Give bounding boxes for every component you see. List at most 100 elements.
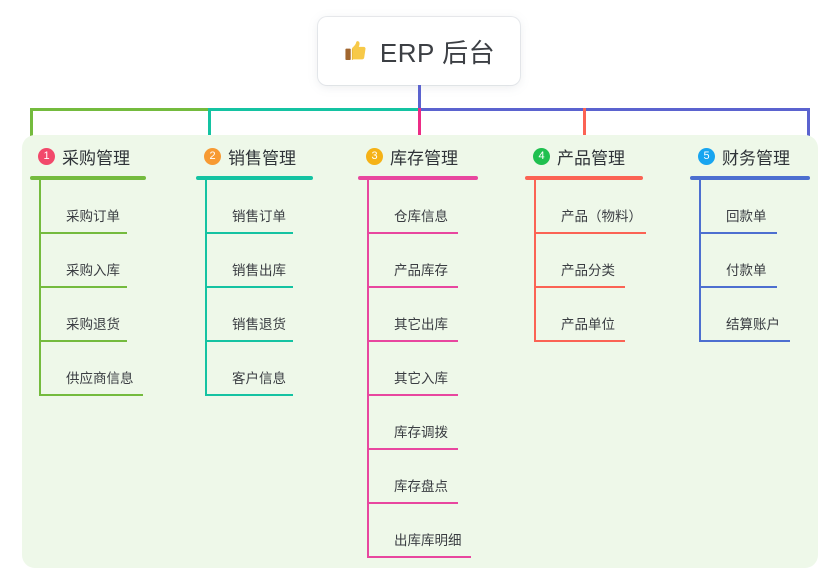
leaf-node[interactable]: 采购订单 [30,180,146,234]
leaf-node-label: 产品库存 [394,263,448,278]
leaf-node-label: 供应商信息 [66,371,134,386]
column-underline-2 [196,176,313,180]
leaf-node[interactable]: 其它入库 [358,342,478,396]
column-underline-5 [690,176,810,180]
leaf-node-label: 采购订单 [66,209,120,224]
drop-connector-2 [208,108,211,144]
column-underline-1 [30,176,146,180]
leaf-node-label: 销售退货 [232,317,286,332]
leaf-node-label: 采购退货 [66,317,120,332]
leaf-node[interactable]: 回款单 [690,180,810,234]
leaf-node-underline [367,232,458,234]
bar-segment-teal [208,108,421,111]
column-badge-4: 4 [533,147,550,165]
root-node-label: ERP 后台 [379,37,496,68]
leaf-node[interactable]: 产品分类 [525,234,643,288]
leaf-node-underline [699,286,777,288]
leaf-node-label: 回款单 [726,209,767,224]
drop-connector-4 [583,108,586,144]
leaf-node-underline [39,286,127,288]
column-underline-3 [358,176,478,180]
leaf-node[interactable]: 采购入库 [30,234,146,288]
leaf-node-underline [205,394,293,396]
leaf-node[interactable]: 出库库明细 [358,504,478,558]
leaf-node[interactable]: 产品单位 [525,288,643,342]
column-badge-3: 3 [366,147,383,165]
leaf-node-underline [205,232,293,234]
leaf-node-label: 付款单 [726,263,767,278]
column-items-4: 产品（物料） 产品分类产品单位 [525,180,646,342]
leaf-node-underline [39,340,127,342]
leaf-node[interactable]: 客户信息 [196,342,313,396]
leaf-node-label: 其它入库 [394,371,448,386]
leaf-node-underline [367,340,458,342]
leaf-node[interactable]: 结算账户 [690,288,810,342]
column-items-2: 销售订单销售出库销售退货客户信息 [196,180,313,396]
leaf-node[interactable]: 供应商信息 [30,342,146,396]
bar-segment-blue [418,108,810,111]
content-panel [22,135,818,568]
leaf-node-label: 采购入库 [66,263,120,278]
root-node-content: ERP 后台 [343,33,495,70]
column-badge-5: 5 [698,147,715,165]
leaf-node-label: 销售出库 [232,263,286,278]
bar-segment-green [30,108,210,111]
leaf-node-underline [367,286,458,288]
leaf-node-underline [367,394,458,396]
column-badge-2: 2 [204,147,221,165]
column-title-3: 库存管理 [390,148,458,168]
leaf-node-underline [699,340,790,342]
column-spine-4 [534,180,536,342]
column-items-1: 采购订单采购入库采购退货供应商信息 [30,180,146,396]
column-underline-4 [525,176,643,180]
column-header-1[interactable]: 1 采购管理 [30,143,146,169]
leaf-node[interactable]: 销售退货 [196,288,313,342]
drop-connector-5 [807,108,810,144]
leaf-node-label: 产品（物料） [561,209,642,224]
leaf-node[interactable]: 销售出库 [196,234,313,288]
leaf-node-label: 客户信息 [232,371,286,386]
leaf-node-label: 库存调拨 [394,425,448,440]
column-title-1: 采购管理 [62,148,130,168]
drop-connector-3 [418,108,421,144]
leaf-node-underline [205,286,293,288]
leaf-node-underline [534,340,625,342]
leaf-node-underline [699,232,777,234]
column-header-2[interactable]: 2 销售管理 [196,143,313,169]
leaf-node[interactable]: 采购退货 [30,288,146,342]
root-node-card[interactable]: ERP 后台 [318,17,520,85]
leaf-node-underline [367,556,471,558]
column-spine-5 [699,180,701,342]
leaf-node-label: 其它出库 [394,317,448,332]
leaf-node-label: 产品单位 [561,317,615,332]
leaf-node-underline [534,286,625,288]
leaf-node[interactable]: 产品（物料） [525,180,646,234]
leaf-node-label: 仓库信息 [394,209,448,224]
leaf-node-underline [39,232,127,234]
thumbs-up-icon [345,41,366,60]
leaf-node[interactable]: 其它出库 [358,288,478,342]
column-2: 2 销售管理销售订单销售出库销售退货客户信息 [196,143,313,396]
column-badge-1: 1 [38,147,55,165]
leaf-node-label: 库存盘点 [394,479,448,494]
leaf-node[interactable]: 仓库信息 [358,180,478,234]
drop-connector-1 [30,108,33,144]
column-header-3[interactable]: 3 库存管理 [358,143,478,169]
column-title-2: 销售管理 [228,148,296,168]
column-items-3: 仓库信息产品库存其它出库其它入库库存调拨库存盘点出库库明细 [358,180,478,558]
leaf-node[interactable]: 销售订单 [196,180,313,234]
leaf-node[interactable]: 付款单 [690,234,810,288]
leaf-node-underline [205,340,293,342]
column-1: 1 采购管理采购订单采购入库采购退货供应商信息 [30,143,146,396]
leaf-node[interactable]: 库存调拨 [358,396,478,450]
leaf-node-label: 结算账户 [726,317,780,332]
leaf-node[interactable]: 产品库存 [358,234,478,288]
leaf-node-label: 产品分类 [561,263,615,278]
leaf-node[interactable]: 库存盘点 [358,450,478,504]
column-spine-1 [39,180,41,396]
